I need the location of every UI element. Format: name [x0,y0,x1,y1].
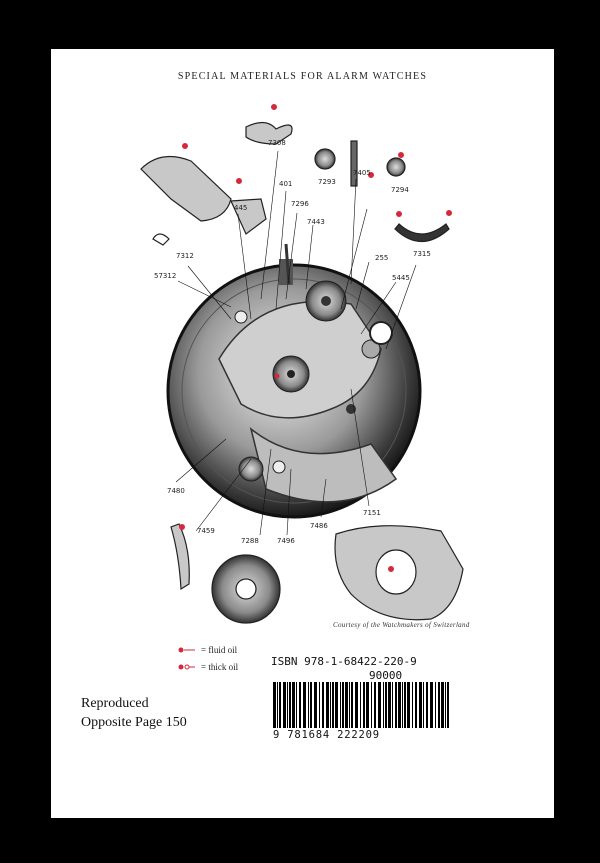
barcode-bar [402,682,403,728]
barcode-bar [277,682,278,728]
barcode-bar [395,682,397,728]
barcode-bar [322,682,324,728]
barcode-bar [441,682,444,728]
barcode-bar [447,682,449,728]
barcode-bar [385,682,387,728]
barcode-bar [287,682,288,728]
part-label: 7443 [307,218,325,226]
barcode-bar [388,682,391,728]
watch-movement-diagram: 7308 401 7296 7443 7293 7405 7294 445 73… [140,104,464,624]
barcode-bar [335,682,338,728]
page: SPECIAL MATERIALS FOR ALARM WATCHES [51,49,554,818]
part-label: 7151 [363,509,381,517]
barcode-bar [415,682,417,728]
barcode-bar [273,682,276,728]
ean-digits: 9 781684 222209 [273,729,380,741]
fluid-oil-icon [178,647,195,652]
part-label: 255 [375,254,388,262]
barcode-bar [310,682,312,728]
part-label: 7288 [241,537,259,545]
oil-legend: = fluid oil = thick oil [175,641,238,675]
part-label: 7459 [197,527,215,535]
part-label: 401 [279,180,292,188]
barcode-bar [374,682,376,728]
barcode-bar [412,682,413,728]
barcode-bar [349,682,350,728]
barcode-bar [299,682,301,728]
barcode-bar [438,682,440,728]
barcode-bar [292,682,295,728]
thick-oil-icon [178,664,195,669]
part-label: 7312 [176,252,194,260]
part-label: 7296 [291,200,309,208]
barcode-bar [371,682,372,728]
barcode-bar [430,682,433,728]
barcode-bar [351,682,353,728]
movement-body [166,259,422,519]
part-label: 7405 [353,169,371,177]
barcode-bar [404,682,406,728]
part-label: 7308 [268,139,286,147]
part-label: 7315 [413,250,431,258]
page-title: SPECIAL MATERIALS FOR ALARM WATCHES [177,71,428,82]
exploded-parts [140,121,464,624]
part-label: 7486 [310,522,328,530]
caption-line-2: Opposite Page 150 [81,715,187,730]
barcode-bar [303,682,306,728]
barcode-bar [383,682,384,728]
barcode-bar [363,682,365,728]
barcode-bar [398,682,401,728]
price-code: 90000 [369,669,403,682]
barcode-bar [342,682,344,728]
legend-thick-oil: = thick oil [175,658,238,675]
barcode-bar [355,682,358,728]
leader-lines [175,150,417,536]
part-label: 445 [234,204,247,212]
barcode-bar [296,682,297,728]
part-number-labels: 7308 401 7296 7443 7293 7405 7294 445 73… [154,139,431,545]
barcode-bar [345,682,348,728]
courtesy-credit: Courtesy of the Watchmakers of Switzerla… [333,621,470,629]
barcode-bar [289,682,291,728]
reproduction-caption: Reproduced Opposite Page 150 [81,694,187,732]
legend-fluid-oil: = fluid oil [175,641,238,658]
barcode-bar [283,682,286,728]
barcode-bar [423,682,424,728]
ean-barcode [273,682,449,728]
legend-thick-oil-label: = thick oil [201,661,239,672]
barcode-bar [445,682,446,728]
barcode-bar [378,682,381,728]
barcode-bar [279,682,281,728]
part-label: 7294 [391,186,409,194]
part-label: 5445 [392,274,410,282]
part-label: 7496 [277,537,295,545]
oil-markers [179,104,452,572]
barcode-bar [426,682,428,728]
part-label: 7293 [318,178,336,186]
legend-fluid-oil-label: = fluid oil [201,644,238,655]
barcode-bar [435,682,436,728]
barcode-bar [314,682,317,728]
barcode-bar [319,682,320,728]
barcode-bar [308,682,309,728]
barcode-bar [392,682,393,728]
part-label: 57312 [154,272,176,280]
barcode-bar [332,682,334,728]
barcode-bar [419,682,422,728]
part-label: 7480 [167,487,185,495]
barcode-bar [360,682,361,728]
caption-line-1: Reproduced [81,696,149,711]
barcode-bar [326,682,329,728]
barcode-bar [340,682,341,728]
barcode-bar [407,682,410,728]
barcode-bar [330,682,331,728]
isbn-text: ISBN 978-1-68422-220-9 [271,655,417,668]
barcode-bar [366,682,369,728]
